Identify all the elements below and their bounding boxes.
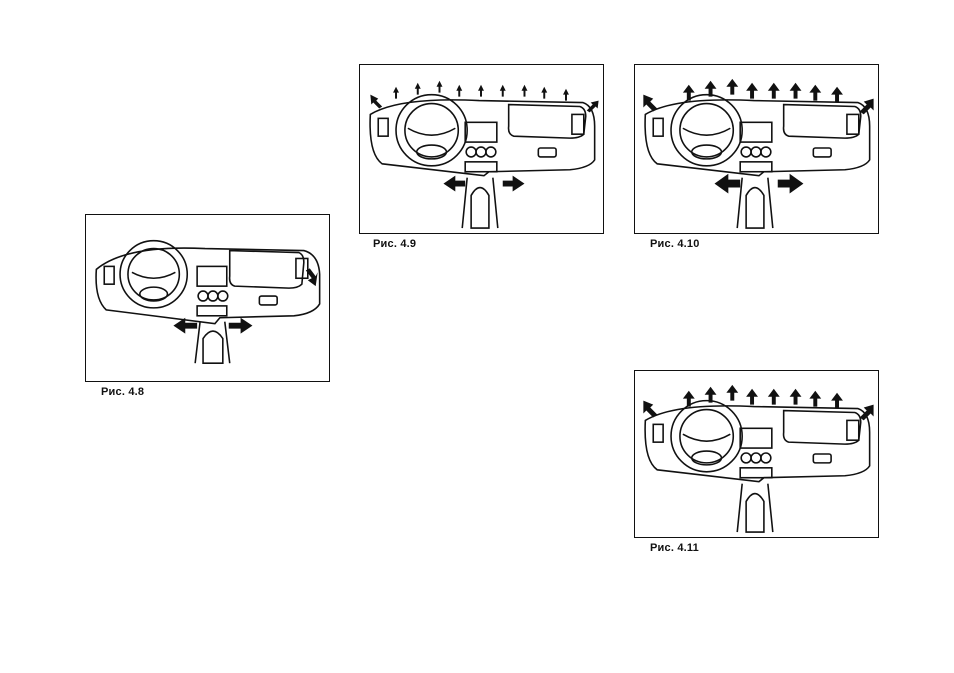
dashboard-illustration [86,215,329,381]
figure-4-11-frame [634,370,879,538]
figure-4-8: Рис. 4.8 [85,214,330,398]
figure-4-9-frame [359,64,604,234]
figure-4-9: Рис. 4.9 [359,64,604,254]
figure-4-8-caption: Рис. 4.8 [101,386,144,398]
figure-4-11: Рис. 4.11 [634,370,879,560]
figure-4-10: Рис. 4.10 [634,64,879,254]
dashboard-illustration [360,65,603,233]
figure-4-9-caption: Рис. 4.9 [373,238,416,250]
figure-4-11-caption: Рис. 4.11 [650,542,699,554]
figure-4-10-caption: Рис. 4.10 [650,238,700,250]
figure-4-10-frame [634,64,879,234]
dashboard-illustration [635,65,878,233]
figure-4-8-frame [85,214,330,382]
dashboard-illustration [635,371,878,537]
